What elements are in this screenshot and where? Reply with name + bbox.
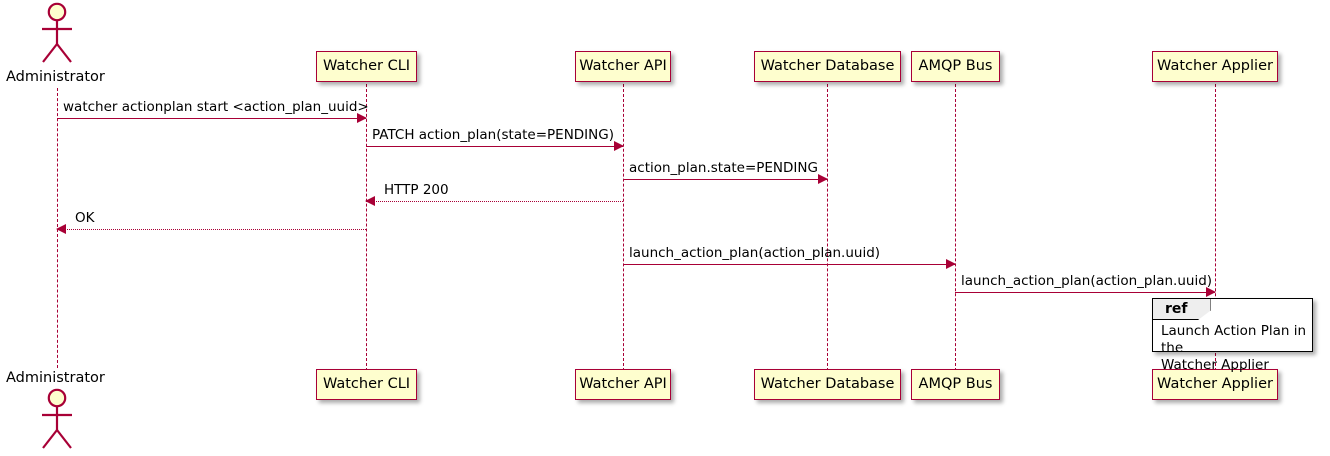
message-7-line xyxy=(955,292,1215,293)
message-1-label: watcher actionplan start <action_plan_uu… xyxy=(63,99,369,116)
message-7-arrowhead-icon xyxy=(1206,287,1216,297)
participant-label-watcher-applier-top: Watcher Applier xyxy=(1157,58,1273,75)
lifeline-amqp-bus xyxy=(955,84,956,371)
ref-fragment-keyword: ref xyxy=(1153,299,1211,321)
participant-watcher-applier-top[interactable]: Watcher Applier xyxy=(1152,51,1278,82)
participant-amqp-bus-bottom[interactable]: AMQP Bus xyxy=(911,369,1000,400)
message-5-line xyxy=(57,229,366,230)
lifeline-watcher-database xyxy=(827,84,828,371)
participant-label-amqp-bus-bottom: AMQP Bus xyxy=(918,376,993,393)
message-3-label: action_plan.state=PENDING xyxy=(629,160,818,177)
message-5-arrowhead-icon xyxy=(56,224,66,234)
message-4-label: HTTP 200 xyxy=(384,182,449,199)
participant-label-amqp-bus-top: AMQP Bus xyxy=(918,58,993,75)
participant-watcher-cli-top[interactable]: Watcher CLI xyxy=(316,51,417,82)
participant-watcher-database-top[interactable]: Watcher Database xyxy=(754,51,901,82)
message-3-arrowhead-icon xyxy=(818,174,828,184)
participant-watcher-applier-bottom[interactable]: Watcher Applier xyxy=(1152,369,1278,400)
message-4-line xyxy=(366,201,623,202)
message-2-label: PATCH action_plan(state=PENDING) xyxy=(372,127,614,144)
participant-amqp-bus-top[interactable]: AMQP Bus xyxy=(911,51,1000,82)
participant-label-watcher-api-bottom: Watcher API xyxy=(579,376,667,393)
lifeline-watcher-api xyxy=(623,84,624,371)
participant-label-watcher-applier-bottom: Watcher Applier xyxy=(1157,376,1273,393)
message-4-arrowhead-icon xyxy=(365,196,375,206)
message-6-label: launch_action_plan(action_plan.uuid) xyxy=(629,245,881,262)
participant-label-watcher-database-bottom: Watcher Database xyxy=(760,376,895,393)
message-3-line xyxy=(623,179,827,180)
actor-administrator-top[interactable] xyxy=(35,2,79,64)
participant-label-watcher-api-top: Watcher API xyxy=(579,58,667,75)
message-1-arrowhead-icon xyxy=(357,113,367,123)
lifeline-watcher-cli xyxy=(366,84,367,371)
participant-label-watcher-database-top: Watcher Database xyxy=(760,58,895,75)
participant-label-watcher-cli-bottom: Watcher CLI xyxy=(322,376,411,393)
participant-watcher-cli-bottom[interactable]: Watcher CLI xyxy=(316,369,417,400)
message-6-arrowhead-icon xyxy=(946,259,956,269)
message-6-line xyxy=(623,264,955,265)
actor-administrator-bottom[interactable] xyxy=(35,388,79,450)
message-7-label: launch_action_plan(action_plan.uuid) xyxy=(961,273,1213,290)
message-5-label: OK xyxy=(75,210,95,227)
ref-fragment[interactable]: ref Launch Action Plan in the Watcher Ap… xyxy=(1152,298,1313,373)
participant-label-administrator-top: Administrator xyxy=(6,69,105,85)
message-1-line xyxy=(57,118,366,119)
message-2-arrowhead-icon xyxy=(614,141,624,151)
participant-watcher-database-bottom[interactable]: Watcher Database xyxy=(754,369,901,400)
ref-fragment-text: Launch Action Plan in the Watcher Applie… xyxy=(1161,323,1307,373)
participant-label-administrator-bottom: Administrator xyxy=(6,370,105,386)
participant-watcher-api-top[interactable]: Watcher API xyxy=(575,51,671,82)
participant-label-watcher-cli-top: Watcher CLI xyxy=(322,58,411,75)
message-2-line xyxy=(366,146,623,147)
participant-watcher-api-bottom[interactable]: Watcher API xyxy=(575,369,671,400)
lifeline-watcher-applier xyxy=(1215,84,1216,371)
